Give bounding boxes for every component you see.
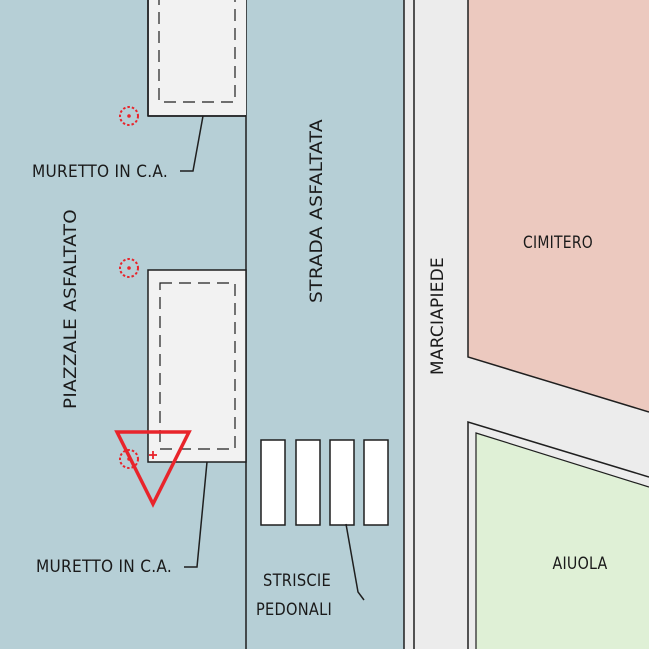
flowerbed-border-inner	[475, 432, 649, 649]
label-strisce-line1: STRISCIE	[263, 571, 331, 591]
cemetery-border	[467, 0, 649, 413]
survey-point-icon	[119, 106, 139, 126]
cemetery-area	[468, 0, 649, 412]
survey-point-icon	[119, 258, 139, 278]
crosswalk	[260, 439, 389, 526]
leader-muretto-top	[180, 115, 204, 172]
leader-muretto-bottom	[184, 461, 208, 568]
crosswalk-stripe	[295, 439, 321, 526]
yield-triangle-icon	[114, 430, 192, 508]
label-aiuola: AIUOLA	[553, 554, 608, 574]
crosswalk-stripe	[329, 439, 355, 526]
label-strisce-line2: PEDONALI	[256, 600, 332, 620]
label-muretto-bottom: MURETTO IN C.A.	[36, 557, 172, 577]
wall-block-bottom	[147, 269, 247, 463]
label-muretto-top: MURETTO IN C.A.	[32, 162, 168, 182]
crosswalk-stripe	[363, 439, 389, 526]
crosswalk-stripe	[260, 439, 286, 526]
flowerbed-border-outer	[467, 420, 649, 649]
label-strada: STRADA ASFALTATA	[307, 119, 327, 303]
label-cimitero: CIMITERO	[523, 233, 593, 253]
flowerbed-area	[476, 433, 649, 649]
wall-block-top	[147, 0, 246, 117]
leader-strisce	[345, 523, 365, 601]
label-piazzale: PIAZZALE ASFALTATO	[61, 209, 81, 409]
label-marciapiede: MARCIAPIEDE	[428, 257, 448, 375]
